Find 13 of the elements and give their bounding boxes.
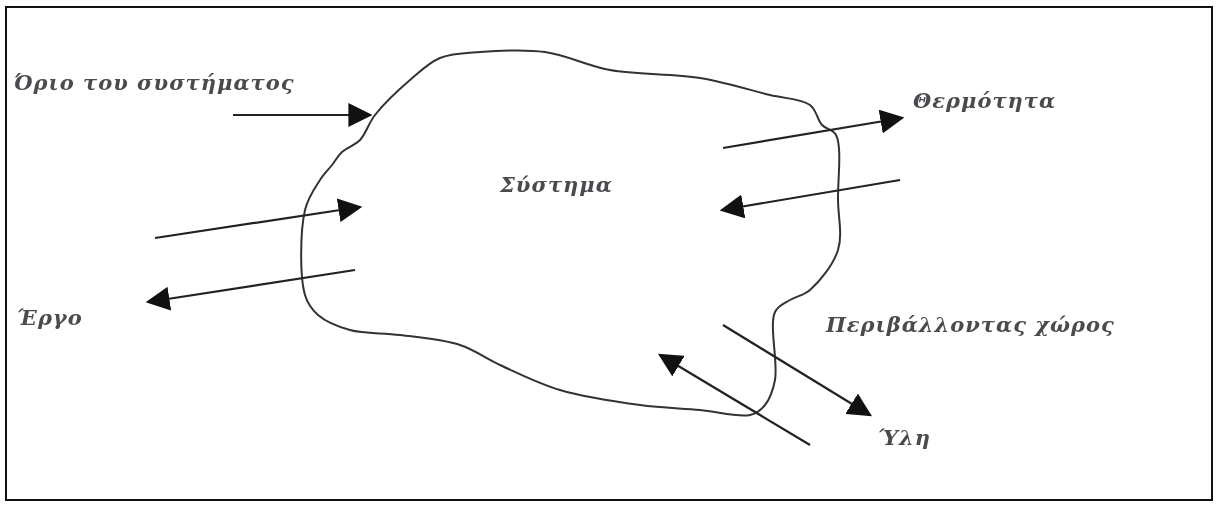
flow-arrow	[719, 178, 901, 219]
leader-arrow	[722, 324, 873, 417]
heat-label: Θερμότητα	[913, 88, 1057, 114]
surroundings-label: Περιβάλλοντας χώρος	[826, 312, 1115, 338]
work-label: Έργο	[17, 305, 83, 331]
leader-arrow	[145, 268, 356, 311]
boundary-label: Όριο του συστήματος	[14, 70, 295, 96]
leader-arrow	[233, 103, 373, 127]
flow-arrow	[154, 198, 363, 240]
system-label: Σύστημα	[500, 172, 613, 198]
leader-arrow	[722, 109, 905, 150]
matter-label: Ύλη	[878, 425, 931, 451]
flow-arrow	[657, 353, 811, 446]
